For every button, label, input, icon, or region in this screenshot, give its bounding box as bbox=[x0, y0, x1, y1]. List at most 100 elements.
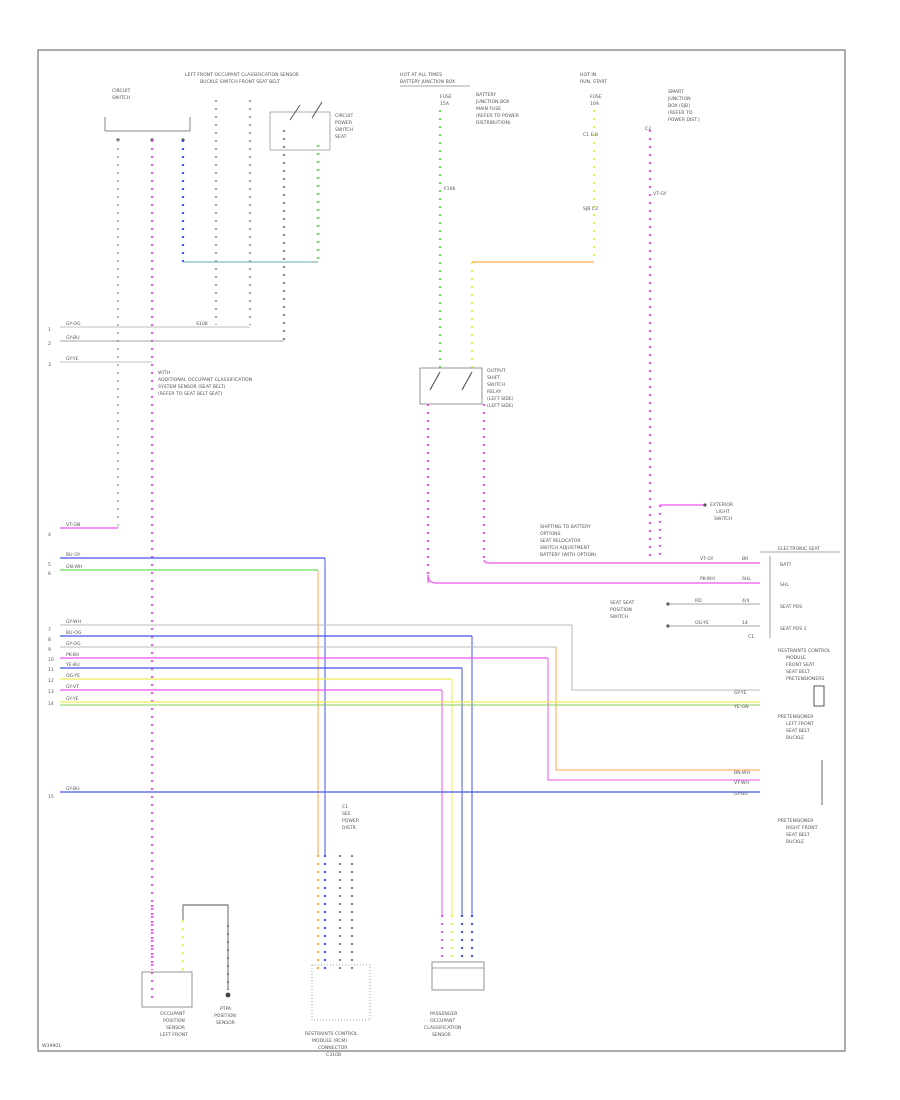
svg-text:HOT AT ALL TIMES: HOT AT ALL TIMES bbox=[400, 72, 442, 78]
svg-text:8: 8 bbox=[48, 637, 51, 643]
svg-text:(REFER TO: (REFER TO bbox=[668, 110, 693, 116]
svg-text:12: 12 bbox=[48, 678, 54, 684]
svg-text:SHL: SHL bbox=[780, 582, 789, 588]
svg-text:BATTERY: BATTERY bbox=[476, 92, 496, 98]
svg-text:OUTPUT: OUTPUT bbox=[487, 368, 506, 374]
svg-text:SYSTEM SENSOR (SEAT BELT): SYSTEM SENSOR (SEAT BELT) bbox=[158, 384, 226, 390]
svg-text:5: 5 bbox=[48, 562, 51, 568]
svg-text:DISTR.: DISTR. bbox=[342, 825, 357, 831]
svg-text:3: 3 bbox=[48, 362, 51, 368]
svg-text:BR: BR bbox=[742, 556, 749, 562]
svg-text:POSITION: POSITION bbox=[163, 1018, 185, 1024]
left-upper-pins: 1 2 3 GY-OG GY-BU GY-YE S108 WITH ADDITI… bbox=[48, 321, 284, 397]
svg-text:15: 15 bbox=[48, 794, 54, 800]
svg-text:10: 10 bbox=[48, 657, 54, 663]
svg-text:(LEFT SIDE): (LEFT SIDE) bbox=[487, 403, 514, 409]
svg-text:CIRCUIT: CIRCUIT bbox=[335, 113, 353, 119]
svg-text:JUNCTION BOX: JUNCTION BOX bbox=[475, 99, 510, 105]
svg-text:RESTRAINTS CONTROL: RESTRAINTS CONTROL bbox=[305, 1031, 358, 1037]
svg-text:SENSOR: SENSOR bbox=[166, 1025, 186, 1031]
svg-text:ELECTRONIC SEAT: ELECTRONIC SEAT bbox=[778, 546, 820, 552]
svg-text:GY-VT: GY-VT bbox=[66, 684, 79, 690]
svg-text:VT-GN: VT-GN bbox=[66, 522, 80, 528]
svg-text:VT-WH: VT-WH bbox=[734, 780, 749, 786]
svg-text:ADDITIONAL OCCUPANT CLASSIFICA: ADDITIONAL OCCUPANT CLASSIFICATION bbox=[158, 377, 252, 383]
svg-text:GY-OG: GY-OG bbox=[66, 641, 81, 647]
svg-text:PRETENSIONERS: PRETENSIONERS bbox=[786, 676, 824, 682]
svg-text:LEFT FRONT: LEFT FRONT bbox=[160, 1032, 188, 1038]
svg-text:RUN, START: RUN, START bbox=[580, 79, 607, 85]
svg-text:14: 14 bbox=[48, 701, 54, 707]
svg-text:OCCUPANT: OCCUPANT bbox=[430, 1018, 455, 1024]
svg-text:BOX (SJB): BOX (SJB) bbox=[668, 103, 690, 109]
svg-text:RELAY: RELAY bbox=[487, 389, 502, 395]
top-left-vertical-wires bbox=[116, 100, 320, 1000]
svg-text:GY-YE: GY-YE bbox=[66, 356, 79, 362]
svg-text:6: 6 bbox=[48, 571, 51, 577]
svg-text:OCCUPANT: OCCUPANT bbox=[160, 1011, 185, 1017]
svg-text:11: 11 bbox=[48, 667, 54, 673]
svg-text:FUSE: FUSE bbox=[590, 94, 602, 100]
right-notes: RESTRAINTS CONTROL MODULE FRONT SEAT SEA… bbox=[778, 648, 831, 845]
svg-text:GY-YE: GY-YE bbox=[734, 690, 747, 696]
svg-text:CLASSIFICATION: CLASSIFICATION bbox=[424, 1025, 461, 1031]
switch-center-label: CIRCUIT bbox=[112, 88, 130, 94]
svg-text:SEAT BELT: SEAT BELT bbox=[786, 728, 810, 734]
svg-text:BU-GY: BU-GY bbox=[66, 552, 81, 558]
svg-text:C1 E-B: C1 E-B bbox=[583, 132, 598, 138]
svg-text:(LEFT SIDE): (LEFT SIDE) bbox=[487, 396, 514, 402]
svg-text:BATTERY JUNCTION BOX: BATTERY JUNCTION BOX bbox=[400, 79, 455, 85]
svg-text:OPTIONS: OPTIONS bbox=[540, 531, 561, 537]
svg-text:SENSOR: SENSOR bbox=[432, 1032, 452, 1038]
svg-text:SEAT BELT: SEAT BELT bbox=[786, 669, 810, 675]
svg-text:13: 13 bbox=[48, 689, 54, 695]
svg-text:PRETENSIONER: PRETENSIONER bbox=[778, 714, 814, 720]
svg-text:BN-WH: BN-WH bbox=[734, 770, 750, 776]
svg-text:PRETENSIONER: PRETENSIONER bbox=[778, 818, 814, 824]
svg-text:CONNECTOR: CONNECTOR bbox=[318, 1045, 348, 1051]
svg-text:14: 14 bbox=[742, 620, 748, 626]
svg-text:SWITCH: SWITCH bbox=[714, 516, 732, 522]
svg-text:S108: S108 bbox=[196, 321, 208, 327]
svg-text:GY-YE: GY-YE bbox=[66, 696, 79, 702]
svg-text:SWITCH: SWITCH bbox=[487, 382, 505, 388]
svg-text:PTPA: PTPA bbox=[220, 1006, 232, 1012]
svg-text:RESTRAINTS CONTROL: RESTRAINTS CONTROL bbox=[778, 648, 831, 654]
svg-text:PK-BU: PK-BU bbox=[66, 652, 79, 658]
svg-text:F106: F106 bbox=[444, 186, 455, 192]
svg-text:C310B: C310B bbox=[326, 1052, 341, 1058]
svg-text:1: 1 bbox=[48, 327, 51, 333]
exterior-switch-group: EXTERIOR LIGHT SWITCH SHIFTING TO BATTER… bbox=[540, 502, 734, 560]
bottom-component-occupant: OCCUPANT POSITION SENSOR LEFT FRONT PTPA… bbox=[141, 904, 236, 1038]
svg-text:GY-BU: GY-BU bbox=[66, 335, 80, 341]
svg-text:MODULE: MODULE bbox=[786, 655, 806, 661]
svg-text:SWITCH: SWITCH bbox=[112, 95, 130, 101]
svg-text:SEAT BELT: SEAT BELT bbox=[786, 832, 810, 838]
svg-text:2: 2 bbox=[48, 341, 51, 347]
svg-text:LEFT FRONT: LEFT FRONT bbox=[786, 721, 814, 727]
battery-junction-group: HOT AT ALL TIMES BATTERY JUNCTION BOX FU… bbox=[400, 72, 700, 560]
svg-text:BATTERY (WITH OPTION): BATTERY (WITH OPTION) bbox=[540, 552, 597, 558]
svg-text:C1: C1 bbox=[748, 634, 754, 640]
svg-text:GY-BU: GY-BU bbox=[734, 791, 748, 797]
svg-text:VT-GY: VT-GY bbox=[700, 556, 714, 562]
diagram-frame bbox=[37, 49, 846, 1052]
svg-text:POSITION: POSITION bbox=[610, 607, 632, 613]
svg-text:POWER: POWER bbox=[342, 818, 360, 824]
svg-text:GY-WH: GY-WH bbox=[66, 619, 81, 625]
svg-text:15A: 15A bbox=[440, 101, 450, 107]
svg-text:SJB C2: SJB C2 bbox=[583, 206, 598, 212]
svg-text:SEAT RELOCATOR: SEAT RELOCATOR bbox=[540, 538, 581, 544]
svg-text:SEAT POS: SEAT POS bbox=[780, 604, 802, 610]
svg-text:4/4: 4/4 bbox=[742, 598, 749, 604]
svg-text:SMART: SMART bbox=[668, 89, 684, 95]
svg-text:SEE: SEE bbox=[342, 811, 351, 817]
svg-text:BUCKLE: BUCKLE bbox=[786, 735, 804, 741]
svg-text:(REFER TO POWER: (REFER TO POWER bbox=[476, 113, 520, 119]
svg-text:OG-YE: OG-YE bbox=[695, 620, 709, 626]
svg-text:10A: 10A bbox=[590, 101, 600, 107]
svg-text:SEAT SEAT: SEAT SEAT bbox=[610, 600, 634, 606]
svg-text:SHIFT: SHIFT bbox=[487, 375, 500, 381]
right-connector-block: ELECTRONIC SEAT VT-GY BR BATT PK-WH SHL … bbox=[610, 546, 840, 640]
svg-text:FRONT SEAT: FRONT SEAT bbox=[786, 662, 815, 668]
